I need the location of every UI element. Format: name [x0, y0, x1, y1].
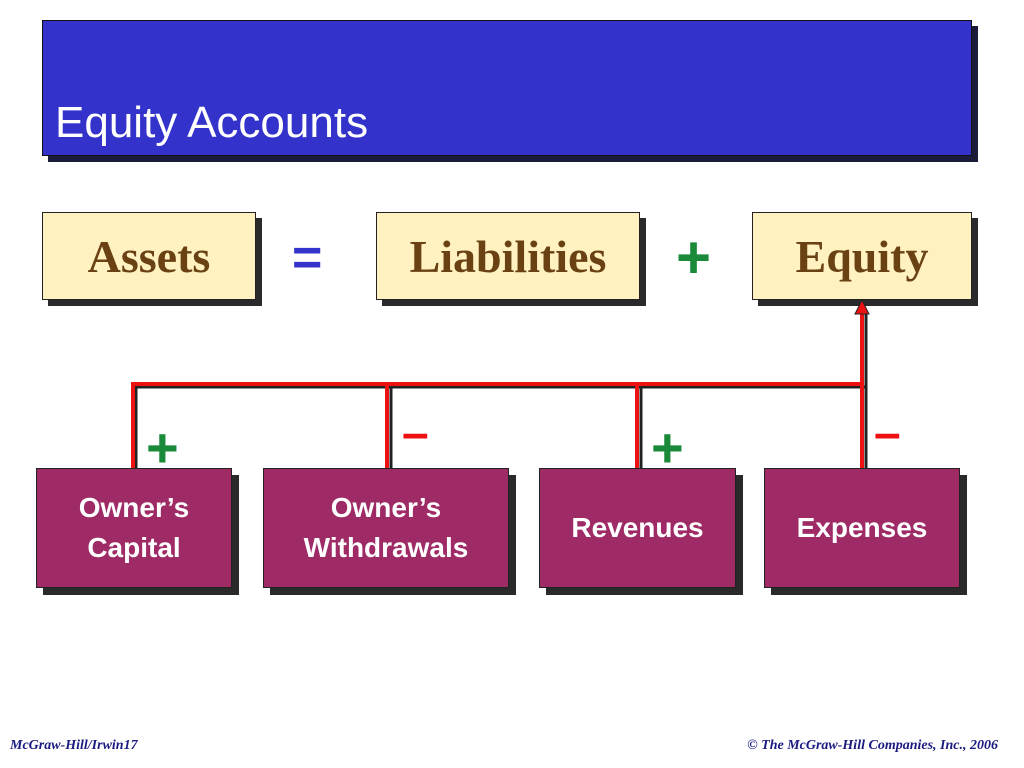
plus-sign: + [676, 224, 712, 291]
equity-box: Equity [752, 212, 972, 300]
equity-label: Equity [795, 230, 929, 282]
sign-expenses: – [874, 407, 901, 460]
revenues-label: Revenues [571, 512, 704, 543]
revenues-box: Revenues [539, 468, 736, 588]
expenses-box: Expenses [764, 468, 960, 588]
slide-title: Equity Accounts [55, 98, 369, 147]
liabilities-box: Liabilities [376, 212, 640, 300]
footer-right: © The McGraw-Hill Companies, Inc., 2006 [747, 738, 998, 753]
title-bar: Equity Accounts [42, 20, 972, 156]
connector-red [131, 312, 864, 470]
assets-label: Assets [87, 230, 211, 282]
owners-withdrawals-box: Owner’s Withdrawals [263, 468, 509, 588]
footer-left: McGraw-Hill/Irwin17 [10, 738, 138, 753]
owners-capital-line2: Capital [87, 532, 181, 563]
assets-box: Assets [42, 212, 256, 300]
sign-revenues: + [651, 416, 684, 479]
sign-owners-withdrawals: – [402, 407, 429, 460]
sign-owners-capital: + [146, 416, 179, 479]
owners-capital-box: Owner’s Capital [36, 468, 232, 588]
arrowhead-icon [854, 298, 870, 315]
owners-withdrawals-line1: Owner’s [330, 492, 442, 523]
connector-shadow [134, 310, 868, 472]
expenses-label: Expenses [796, 512, 928, 543]
equals-sign: = [292, 229, 323, 287]
owners-capital-line1: Owner’s [78, 492, 190, 523]
liabilities-label: Liabilities [409, 230, 607, 282]
owners-withdrawals-line2: Withdrawals [303, 532, 469, 563]
